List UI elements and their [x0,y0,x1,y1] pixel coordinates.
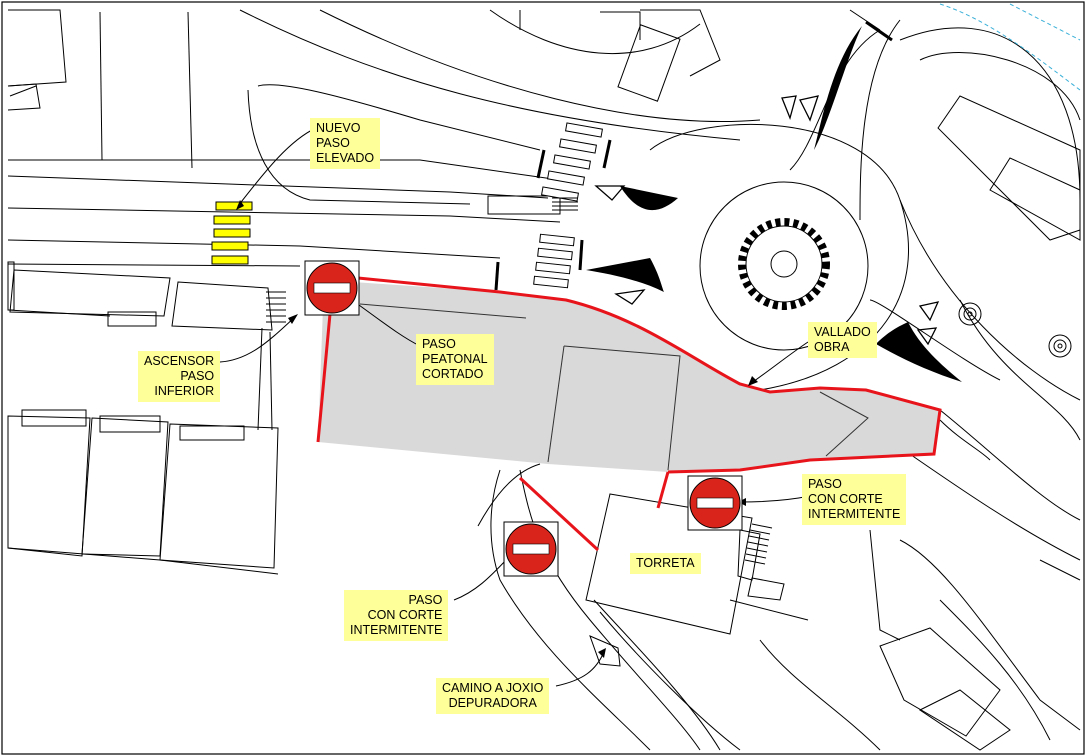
label-line: VALLADO [814,325,871,339]
label-line: CORTADO [422,367,484,381]
closure-fence [316,276,942,552]
label-line: CAMINO A JOXIO [442,681,544,695]
label-ascensor-paso-inferior: ASCENSOR PASO INFERIOR [138,351,221,402]
label-line: PASO [422,337,456,351]
label-line: TORRETA [636,556,695,570]
label-line: OBRA [814,340,850,354]
tree-icon [958,302,1072,358]
label-line: CON CORTE [367,608,443,622]
label-line: INTERMITENTE [350,623,443,637]
label-line: PASO [408,593,443,607]
label-line: PEATONAL [422,352,488,366]
label-line: INTERMITENTE [808,507,901,521]
label-line: ASCENSOR [144,354,215,368]
label-paso-peatonal-cortado: PASO PEATONAL CORTADO [416,334,494,385]
base-linework [7,9,1081,751]
new-elevated-crosswalk [211,201,253,265]
stairs [266,197,773,565]
label-camino-joxio-depuradora: CAMINO A JOXIO DEPURADORA [436,678,550,714]
no-entry-sign-icon [503,521,559,577]
no-entry-sign-icon [687,475,743,531]
no-entry-sign-icon [304,260,360,316]
label-vallado-obra: VALLADO OBRA [808,322,877,358]
roundabout-icon [738,218,830,310]
label-line: DEPURADORA [448,696,537,710]
roundabout-outer [699,181,869,351]
blue-dashed-line [939,3,1081,91]
label-line: PASO [180,369,215,383]
label-line: NUEVO [316,121,361,135]
thick-kerb-marks [494,20,893,291]
work-area [318,280,940,472]
crosswalks [533,122,604,289]
work-area-inner-lines [359,303,869,471]
label-line: CON CORTE [808,492,883,506]
label-paso-corte-intermitente-right: PASO CON CORTE INTERMITENTE [802,474,907,525]
label-nuevo-paso-elevado: NUEVO PASO ELEVADO [310,118,381,169]
traffic-islands [586,26,962,382]
label-paso-corte-intermitente-left: PASO CON CORTE INTERMITENTE [344,590,449,641]
label-line: PASO [316,136,350,150]
yield-triangles [594,95,940,346]
label-line: ELEVADO [316,151,375,165]
label-line: PASO [808,477,842,491]
label-line: INFERIOR [154,384,215,398]
label-torreta: TORRETA [630,553,701,574]
